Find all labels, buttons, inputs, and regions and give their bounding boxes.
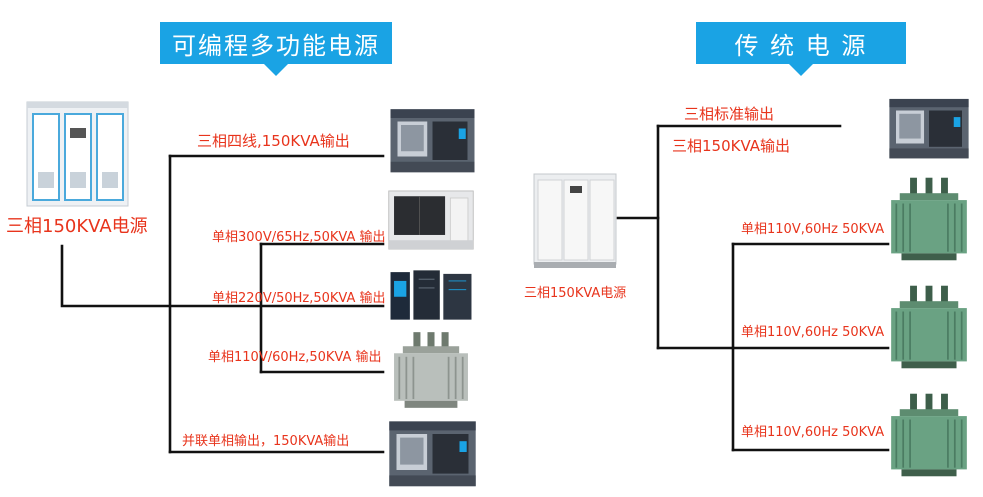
cnc-machine-icon bbox=[385, 104, 480, 174]
cnc-machine-icon bbox=[886, 94, 972, 160]
right-source-label: 三相150KVA电源 bbox=[524, 286, 627, 301]
right-output-label-5: 单相110V,60Hz 50KVA bbox=[741, 425, 885, 440]
right-output-label-2: 三相150KVA输出 bbox=[672, 137, 791, 155]
transformer-icon bbox=[886, 278, 972, 376]
left-output-label-1: 三相四线,150KVA输出 bbox=[197, 132, 350, 150]
cnc-machine-icon bbox=[385, 416, 480, 488]
left-source-drop bbox=[60, 244, 385, 308]
right-output-label-1: 三相标准输出 bbox=[684, 105, 775, 123]
chiller-unit-icon bbox=[387, 188, 475, 252]
left-output-label-3: 单相220V/50Hz,50KVA 输出 bbox=[212, 291, 386, 306]
left-output-label-2: 单相300V/65Hz,50KVA 输出 bbox=[212, 230, 386, 245]
programmable-power-cabinet-icon bbox=[26, 101, 129, 207]
transformer-icon bbox=[886, 386, 972, 484]
left-source-label: 三相150KVA电源 bbox=[6, 216, 148, 237]
left-banner: 可编程多功能电源 bbox=[160, 22, 392, 76]
server-rack-icon bbox=[387, 268, 475, 322]
traditional-power-cabinet-icon bbox=[533, 173, 617, 268]
right-banner: 传 统 电 源 bbox=[696, 22, 906, 76]
transformer-icon bbox=[886, 170, 972, 268]
transformer-icon bbox=[387, 330, 475, 410]
right-output-label-3: 单相110V,60Hz 50KVA bbox=[741, 222, 885, 237]
left-output-label-5: 并联单相输出，150KVA输出 bbox=[182, 434, 350, 449]
right-output-label-4: 单相110V,60Hz 50KVA bbox=[741, 325, 885, 340]
left-output-label-4: 单相110V/60Hz,50KVA 输出 bbox=[208, 350, 382, 365]
